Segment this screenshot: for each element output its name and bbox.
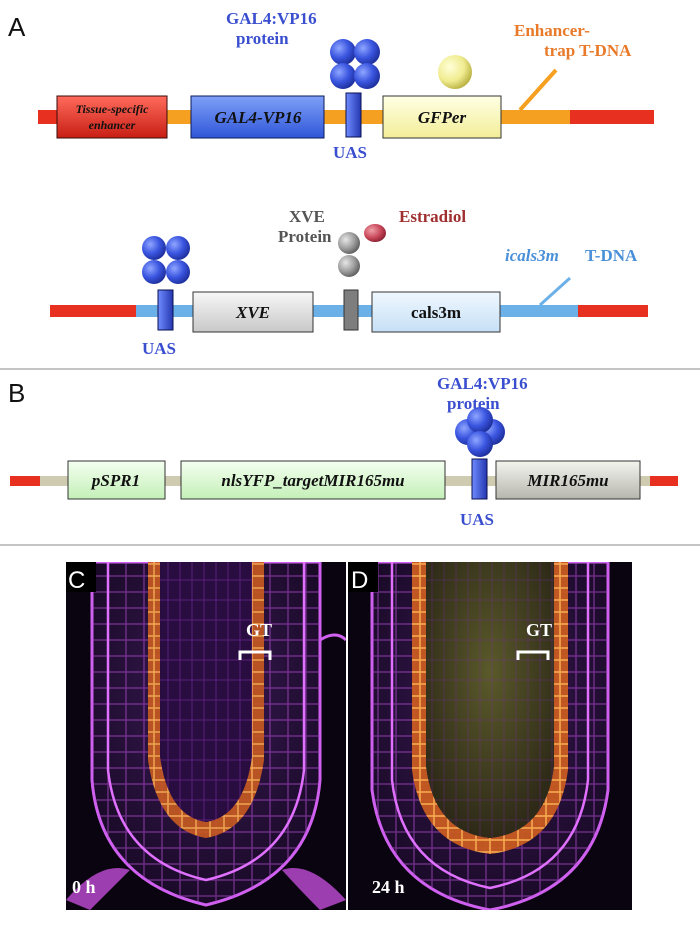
- gal4-protein-label-2: protein: [236, 29, 289, 48]
- nlsyfp-box: [180, 460, 446, 500]
- gal4-vp16-protein-icon-2: [142, 236, 190, 284]
- panel-d-letter-bg: [348, 562, 378, 592]
- cals3m-label: cals3m: [411, 303, 461, 322]
- xve-protein-icon: [338, 232, 360, 277]
- tdna-label-2: trap T-DNA: [544, 41, 632, 60]
- micrograph-d: [348, 562, 632, 910]
- pspr1-box: [67, 460, 166, 500]
- gal4-vp16-protein-icon-3: [455, 407, 505, 457]
- icals3m-pointer-line: [538, 276, 572, 307]
- enhancer-label-1: Tissue-specific: [76, 102, 150, 116]
- xve-protein-label-2: Protein: [278, 227, 332, 246]
- gt-label-c: GT: [246, 620, 272, 640]
- uas-label-b: UAS: [460, 510, 494, 529]
- gt-bracket-c: [238, 650, 272, 660]
- gal4-vp16-label: GAL4-VP16: [215, 108, 302, 127]
- gal4-vp16-protein-icon: [330, 39, 380, 89]
- panel-letter-a: A: [8, 12, 26, 42]
- mir165mu-construct: pSPR1 nlsYFP_targetMIR165mu MIR165mu GAL…: [10, 374, 678, 529]
- mir165mu-box: [495, 460, 641, 500]
- gfper-label: GFPer: [418, 108, 467, 127]
- uas-element-2: [157, 289, 174, 331]
- time-label-c: 0 h: [72, 877, 96, 897]
- uas-element-3: [471, 458, 488, 500]
- tissue-specific-enhancer-box: [56, 95, 168, 139]
- xve-binding-element: [343, 289, 359, 331]
- tdna-pointer-line: [518, 68, 558, 112]
- gfper-box: [382, 95, 502, 139]
- xve-box: [192, 291, 314, 333]
- uas-label-top: UAS: [333, 143, 367, 162]
- cals3m-box: [371, 291, 501, 333]
- gfp-protein-icon: [438, 55, 472, 89]
- estradiol-label: Estradiol: [399, 207, 466, 226]
- gt-label-d: GT: [526, 620, 552, 640]
- nlsyfp-label: nlsYFP_targetMIR165mu: [221, 471, 404, 490]
- panel-c-letter-bg: [66, 562, 96, 592]
- gal4-protein-label-b-2: protein: [447, 394, 500, 413]
- gt-bracket-d: [516, 650, 550, 660]
- panel-letter-b: B: [8, 378, 25, 408]
- icals3m-tdna-label: T-DNA: [585, 246, 638, 265]
- icals3m-construct: XVE cals3m XVE Protein Estradiol icals3m…: [50, 207, 648, 358]
- panel-letter-c: C: [68, 567, 85, 594]
- gal4-vp16-box: [190, 95, 325, 139]
- time-label-d: 24 h: [372, 877, 405, 897]
- uas-label-bottom: UAS: [142, 339, 176, 358]
- mir165mu-label: MIR165mu: [526, 471, 608, 490]
- estradiol-icon: [364, 224, 386, 242]
- enhancer-trap-construct: Tissue-specific enhancer GAL4-VP16 GFPer…: [38, 9, 654, 162]
- enhancer-label-2: enhancer: [89, 118, 136, 132]
- uas-element: [345, 92, 362, 138]
- gal4-protein-label-1: GAL4:VP16: [226, 9, 317, 28]
- xve-label: XVE: [235, 303, 270, 322]
- gal4-protein-label-b-1: GAL4:VP16: [437, 374, 528, 393]
- pspr1-label: pSPR1: [90, 471, 140, 490]
- tdna-label-1: Enhancer-: [514, 21, 590, 40]
- icals3m-label: icals3m: [505, 246, 559, 265]
- micrograph-c: [66, 562, 346, 910]
- panel-letter-d: D: [351, 567, 368, 594]
- xve-protein-label-1: XVE: [289, 207, 325, 226]
